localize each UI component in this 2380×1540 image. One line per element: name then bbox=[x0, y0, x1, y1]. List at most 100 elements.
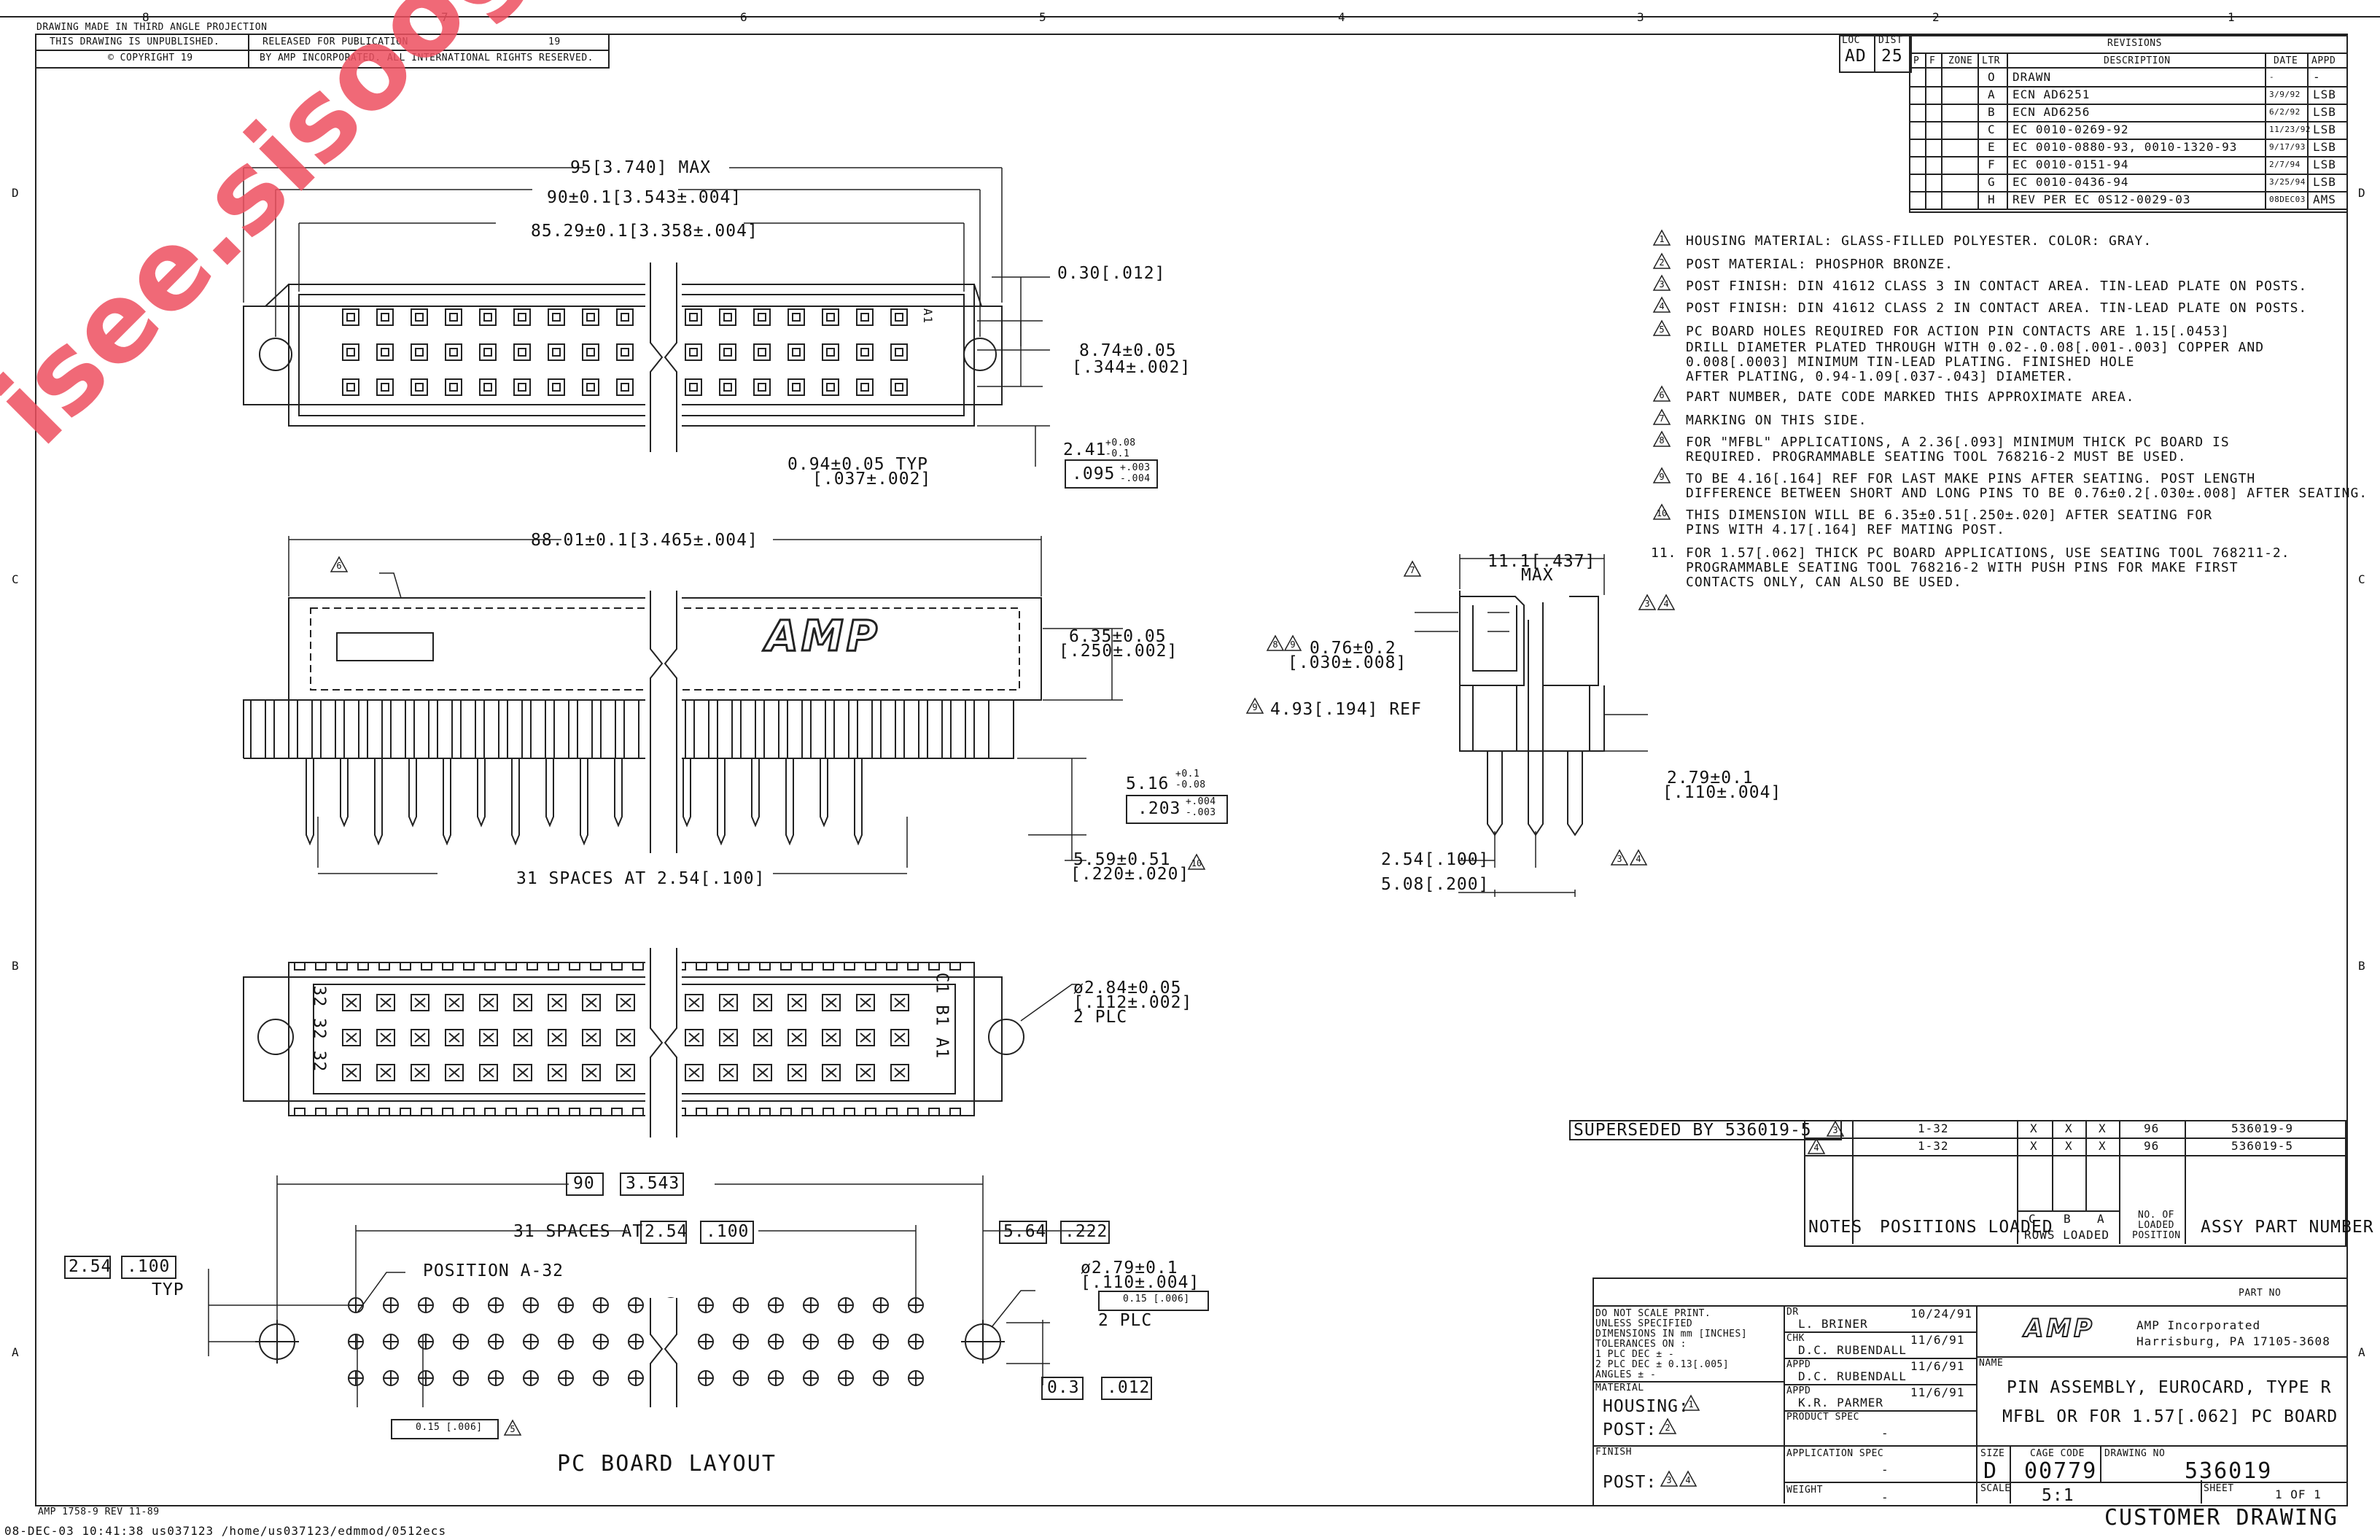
parts-col-b bbox=[2085, 1120, 2087, 1210]
bottom-view-outline bbox=[243, 976, 1003, 1102]
bottom-contact-mark bbox=[688, 1068, 700, 1078]
housing-notch bbox=[886, 962, 898, 1116]
dim-2-41-tol: +0.08 -0.1 bbox=[1105, 438, 1136, 459]
bottom-contact bbox=[582, 994, 601, 1011]
contact-cavity bbox=[719, 343, 736, 361]
pcb-hole-center bbox=[384, 1298, 398, 1312]
pcb-hole-center bbox=[349, 1371, 363, 1385]
contact-pin bbox=[415, 313, 424, 322]
flag-6-front: 6 bbox=[330, 556, 349, 573]
contact-pin bbox=[826, 383, 835, 392]
tb-application-spec-val: - bbox=[1881, 1463, 1889, 1477]
pcb-hole-center bbox=[489, 1371, 503, 1385]
tb-company: AMP Incorporated bbox=[2136, 1318, 2261, 1332]
dim-88-01: 88.01±0.1[3.465±.004] bbox=[531, 531, 758, 550]
bottom-contact-mark bbox=[586, 1032, 597, 1043]
rev-col-f bbox=[1941, 52, 1942, 210]
bottom-contact bbox=[548, 1064, 567, 1081]
revision-appd: LSB bbox=[2313, 105, 2336, 119]
pcb-100-left-box bbox=[121, 1256, 176, 1279]
note-text: 0.008[.0003] MINIMUM TIN-LEAD PLATING. F… bbox=[1686, 354, 2135, 370]
note-flag-7: 7 bbox=[1652, 408, 1671, 426]
tolerance-line: DIMENSIONS IN mm [INCHES] bbox=[1595, 1329, 1748, 1339]
contact-cavity bbox=[513, 308, 531, 326]
revisions-title: REVISIONS bbox=[2107, 38, 2162, 49]
contact-cavity bbox=[548, 308, 565, 326]
dim-5-59: 5.59±0.51 bbox=[1073, 850, 1171, 869]
bottom-contact bbox=[788, 994, 806, 1011]
parts-row-a: X bbox=[2099, 1139, 2107, 1153]
bottom-contact-mark bbox=[791, 998, 803, 1008]
zone-col-7: 7 bbox=[441, 10, 449, 24]
revision-ltr: H bbox=[1988, 192, 1996, 206]
tb-drawing-no: DRAWING NO bbox=[2104, 1448, 2166, 1459]
contact-pin bbox=[689, 313, 698, 322]
bottom-contact bbox=[753, 1029, 772, 1046]
pcb-hole-center bbox=[419, 1371, 433, 1385]
tb-application-spec: APPLICATION SPEC bbox=[1786, 1448, 1884, 1459]
dim-5-16-tol: +0.1 -0.08 bbox=[1175, 769, 1206, 790]
housing-rib bbox=[413, 700, 429, 758]
bottom-contact bbox=[342, 994, 361, 1011]
contact-cavity bbox=[479, 308, 497, 326]
customer-drawing: CUSTOMER DRAWING bbox=[2104, 1505, 2338, 1531]
revision-ltr: C bbox=[1988, 122, 1996, 136]
bottom-contact-mark bbox=[825, 1068, 837, 1078]
contact-cavity bbox=[548, 378, 565, 396]
tb-cage: CAGE CODE bbox=[2030, 1448, 2085, 1459]
bottom-contact bbox=[411, 1029, 429, 1046]
signature-date: 11/6/91 bbox=[1910, 1359, 1965, 1373]
contact-pin bbox=[826, 313, 835, 322]
bottom-contact bbox=[411, 994, 429, 1011]
released-note: RELEASED FOR PUBLICATION bbox=[262, 36, 408, 47]
bottom-contact-mark bbox=[517, 1032, 529, 1043]
bottom-contact bbox=[856, 994, 875, 1011]
pcb-31-spaces: 31 SPACES AT bbox=[513, 1222, 644, 1241]
revision-desc: ECN AD6256 bbox=[2012, 105, 2091, 119]
revision-date: 6/2/92 bbox=[2269, 107, 2301, 117]
contact-pin bbox=[381, 348, 389, 357]
pcb-hole-center bbox=[839, 1334, 853, 1349]
dim-11-1-max: MAX bbox=[1521, 566, 1554, 585]
bottom-contact-mark bbox=[723, 998, 734, 1008]
housing-notch bbox=[357, 962, 369, 1116]
dim-203: .203 bbox=[1138, 799, 1181, 818]
pcb-hole-center bbox=[594, 1371, 608, 1385]
pcb-hole-center bbox=[559, 1371, 573, 1385]
tb-city: Harrisburg, PA 17105-3608 bbox=[2136, 1334, 2330, 1348]
pcb-hole-center bbox=[874, 1298, 888, 1312]
parts-number: 536019-5 bbox=[2231, 1139, 2294, 1153]
rev-head-zone: ZONE bbox=[1948, 55, 1973, 66]
parts-positions: 1-32 bbox=[1918, 1121, 1949, 1135]
bottom-contact-mark bbox=[791, 1032, 803, 1043]
bottom-contact bbox=[376, 1064, 395, 1081]
bottom-contact bbox=[548, 994, 567, 1011]
dim-095-tol: +.003 -.004 bbox=[1120, 462, 1151, 484]
tb-scale-val: 5:1 bbox=[2042, 1486, 2074, 1505]
flag-4-side-top: 4 bbox=[1657, 594, 1676, 611]
pcb-012-box bbox=[1101, 1377, 1152, 1400]
pcb-hole-center bbox=[419, 1298, 433, 1312]
revision-desc: DRAWN bbox=[2012, 70, 2052, 84]
zone-row-b-left: B bbox=[12, 959, 20, 973]
rev-head-f: F bbox=[1929, 55, 1936, 66]
bottom-contact bbox=[719, 1064, 738, 1081]
revision-row-line bbox=[1909, 121, 2346, 122]
dim-0-76-in: [.030±.008] bbox=[1288, 653, 1407, 672]
parts-h-notes: NOTES bbox=[1808, 1218, 1863, 1237]
bottom-contact bbox=[513, 994, 532, 1011]
parts-line-2 bbox=[1804, 1155, 2345, 1156]
tb-scale-col bbox=[2201, 1480, 2202, 1504]
tb-finish-post: POST: bbox=[1603, 1473, 1657, 1492]
signature-name: D.C. RUBENDALL bbox=[1798, 1343, 1907, 1357]
parts-h-no: NO. OF LOADED POSITION bbox=[2132, 1210, 2181, 1241]
parts-h-rows: ROWS LOADED bbox=[2024, 1228, 2109, 1242]
contact-pin bbox=[449, 313, 458, 322]
housing-rib bbox=[857, 700, 873, 758]
contact-cavity bbox=[342, 378, 359, 396]
bottom-contact-mark bbox=[586, 1068, 597, 1078]
note-text: THIS DIMENSION WILL BE 6.35±0.51[.250±.0… bbox=[1686, 508, 2213, 523]
housing-rib bbox=[273, 700, 289, 758]
bottom-contact bbox=[856, 1064, 875, 1081]
dim-8-74: 8.74±0.05 bbox=[1079, 341, 1177, 360]
